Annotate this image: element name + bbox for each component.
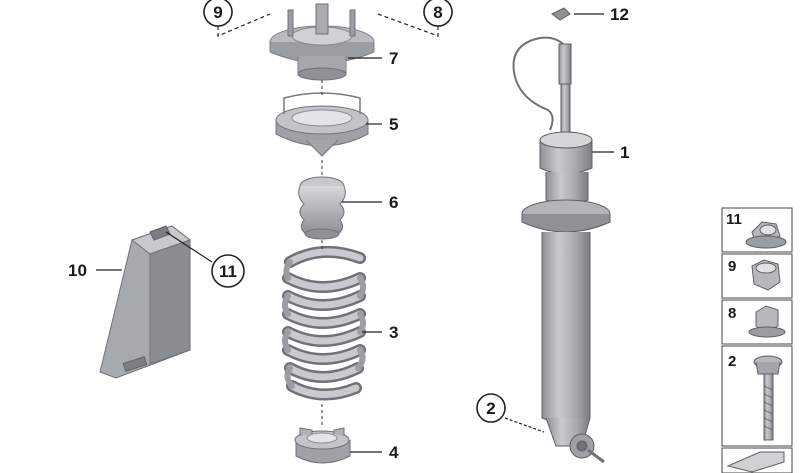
legend-label: 2 — [728, 353, 736, 370]
callout-10: 10 — [68, 261, 87, 280]
lower-spring-pad — [294, 427, 351, 464]
top-mount — [269, 3, 375, 81]
legend-label: 9 — [728, 258, 736, 275]
callout-3: 3 — [389, 323, 398, 342]
callout-7: 7 — [389, 49, 398, 68]
svg-text:9: 9 — [213, 3, 222, 22]
callout-8: 8 — [423, 0, 453, 27]
callout-11: 11 — [211, 254, 245, 288]
coil-spring — [282, 245, 366, 401]
shock-absorber — [512, 7, 611, 464]
legend-label: 11 — [726, 211, 742, 228]
callout-9: 9 — [203, 0, 233, 27]
svg-text:11: 11 — [219, 262, 237, 281]
legend-label: 8 — [728, 305, 736, 322]
legend-item-2: 2 — [721, 345, 793, 447]
callout-5: 5 — [389, 115, 398, 134]
spring-pad — [275, 92, 369, 157]
legend-item-11: 11 — [721, 207, 793, 253]
callout-1: 1 — [620, 143, 629, 162]
hardware-legend: 11 9 8 2 — [721, 207, 793, 473]
legend-item-8: 8 — [721, 299, 793, 345]
control-module — [99, 225, 192, 379]
callout-6: 6 — [389, 193, 398, 212]
callout-4: 4 — [389, 443, 399, 462]
svg-text:2: 2 — [486, 399, 495, 418]
leader-lines — [96, 13, 614, 453]
callout-2: 2 — [476, 393, 506, 423]
bump-stop — [298, 176, 346, 240]
svg-text:8: 8 — [433, 3, 442, 22]
callout-12: 12 — [610, 5, 629, 24]
legend-arrow-tab — [721, 447, 793, 473]
legend-item-9: 9 — [721, 253, 793, 299]
